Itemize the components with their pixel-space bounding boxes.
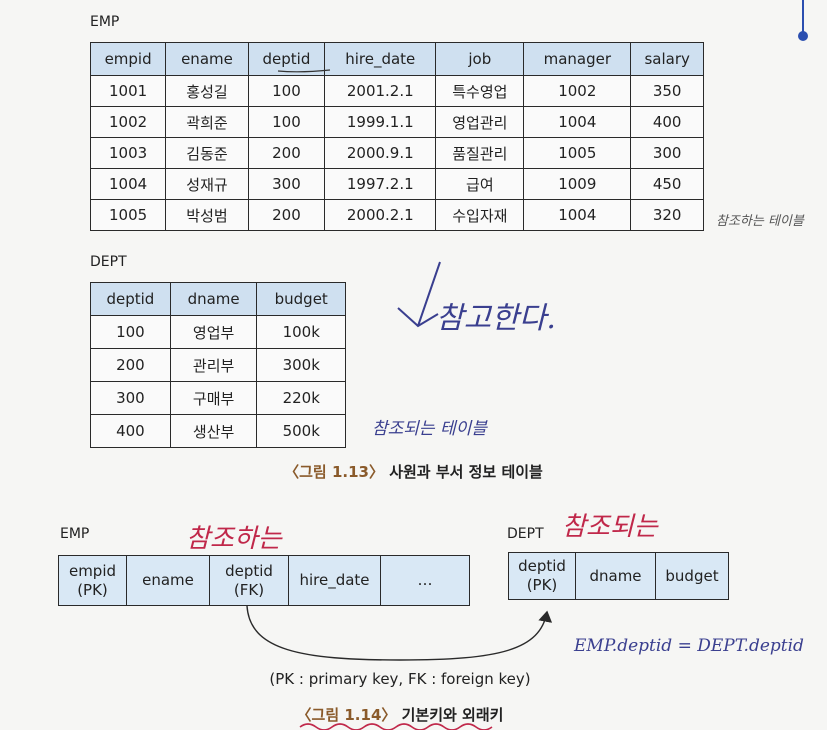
dept-cell-budget: 100k xyxy=(256,315,346,349)
dept-header-dname: dname xyxy=(169,282,258,316)
dept-cell-dname: 생산부 xyxy=(169,414,258,448)
dept-header-budget: budget xyxy=(256,282,346,316)
emp-cell-salary: 300 xyxy=(630,137,704,169)
emp-cell-deptid: 200 xyxy=(247,199,326,231)
dept-schema: deptid (PK)dname budget xyxy=(508,552,729,600)
emp-cell-ename: 홍성길 xyxy=(165,75,249,107)
dept-cell-dname: 관리부 xyxy=(169,348,258,382)
dept-cell-dname: 구매부 xyxy=(169,381,258,415)
dept-cell-deptid: 400 xyxy=(90,414,171,448)
emp-cell-empid: 1001 xyxy=(89,75,167,107)
emp-cell-deptid: 100 xyxy=(247,75,326,107)
emp-cell-hire-date: 2001.2.1 xyxy=(324,75,437,107)
emp-cell-manager: 1005 xyxy=(523,137,632,169)
emp-cell-salary: 320 xyxy=(630,199,704,231)
emp-header-job: job xyxy=(435,42,525,76)
emp-cell-job: 수입자재 xyxy=(435,199,525,231)
emp-header-deptid: deptid xyxy=(247,42,326,76)
figure-1-13-number: 〈그림 1.13〉 xyxy=(284,463,384,481)
join-equation-note: EMP.deptid = DEPT.deptid xyxy=(574,636,804,656)
figure-1-13-caption: 〈그림 1.13〉 사원과 부서 정보 테이블 xyxy=(0,461,827,482)
referencing-table-note: 참조하는 테이블 xyxy=(716,214,804,229)
emp-schema-field-0: empid (PK) xyxy=(59,556,127,605)
emp-cell-salary: 400 xyxy=(630,106,704,138)
emp-cell-empid: 1003 xyxy=(89,137,167,169)
emp-header-hire-date: hire_date xyxy=(324,42,437,76)
emp-table-label: EMP xyxy=(90,14,120,30)
references-note: 참고한다. xyxy=(436,301,556,336)
emp-cell-job: 영업관리 xyxy=(435,106,525,138)
dept-cell-budget: 500k xyxy=(256,414,346,448)
key-legend: (PK : primary key, FK : foreign key) xyxy=(269,670,531,688)
dept-table-label: DEPT xyxy=(90,254,127,270)
deptid-underline xyxy=(277,69,331,73)
referenced-note: 참조되는 xyxy=(562,512,658,542)
emp-cell-hire-date: 1997.2.1 xyxy=(324,168,437,200)
emp-cell-manager: 1009 xyxy=(523,168,632,200)
emp-cell-deptid: 300 xyxy=(247,168,326,200)
figure-1-14-title: 기본키와 외래키 xyxy=(396,706,504,724)
emp-cell-hire-date: 2000.9.1 xyxy=(324,137,437,169)
emp-cell-job: 급여 xyxy=(435,168,525,200)
reference-arrow xyxy=(397,261,441,328)
emp-cell-ename: 곽희준 xyxy=(165,106,249,138)
figure-1-14-number: 〈그림 1.14〉 xyxy=(296,706,397,724)
dept-schema-field-1: dname xyxy=(576,553,656,599)
emp-schema-field-2: deptid (FK) xyxy=(210,556,289,605)
dept-cell-dname: 영업부 xyxy=(169,315,258,349)
dept-header-deptid: deptid xyxy=(90,282,171,316)
dept-schema-field-2: budget xyxy=(665,566,719,585)
emp-cell-empid: 1004 xyxy=(89,168,167,200)
figure-1-14-caption: 〈그림 1.14〉 기본키와 외래키 xyxy=(0,704,800,725)
emp-schema-label: EMP xyxy=(60,526,90,542)
emp-cell-deptid: 100 xyxy=(247,106,326,138)
emp-schema-field-1: ename xyxy=(127,556,210,605)
referencing-note: 참조하는 xyxy=(186,524,282,554)
figure-1-13-title: 사원과 부서 정보 테이블 xyxy=(383,463,543,481)
emp-cell-manager: 1002 xyxy=(523,75,632,107)
emp-header-ename: ename xyxy=(165,42,249,76)
referenced-table-note: 참조되는 테이블 xyxy=(372,419,487,439)
emp-cell-ename: 김동준 xyxy=(165,137,249,169)
emp-header-empid: empid xyxy=(89,42,167,76)
emp-cell-empid: 1005 xyxy=(89,199,167,231)
dept-cell-budget: 220k xyxy=(256,381,346,415)
dept-schema-field-0: deptid (PK) xyxy=(509,553,576,599)
emp-cell-deptid: 200 xyxy=(247,137,326,169)
emp-schema-field-4: … xyxy=(417,571,433,589)
emp-cell-hire-date: 2000.2.1 xyxy=(324,199,437,231)
emp-cell-manager: 1004 xyxy=(523,199,632,231)
bookmark-dot xyxy=(798,31,808,41)
emp-schema-field-3: hire_date xyxy=(289,556,381,605)
emp-cell-manager: 1004 xyxy=(523,106,632,138)
emp-header-salary: salary xyxy=(630,42,704,76)
fk-to-pk-arrow xyxy=(246,605,553,661)
emp-cell-hire-date: 1999.1.1 xyxy=(324,106,437,138)
emp-cell-ename: 성재규 xyxy=(165,168,249,200)
dept-schema-label: DEPT xyxy=(507,526,544,542)
dept-cell-budget: 300k xyxy=(256,348,346,382)
emp-cell-job: 품질관리 xyxy=(435,137,525,169)
caption-squiggle xyxy=(299,723,493,730)
dept-cell-deptid: 300 xyxy=(90,381,171,415)
emp-cell-ename: 박성범 xyxy=(165,199,249,231)
